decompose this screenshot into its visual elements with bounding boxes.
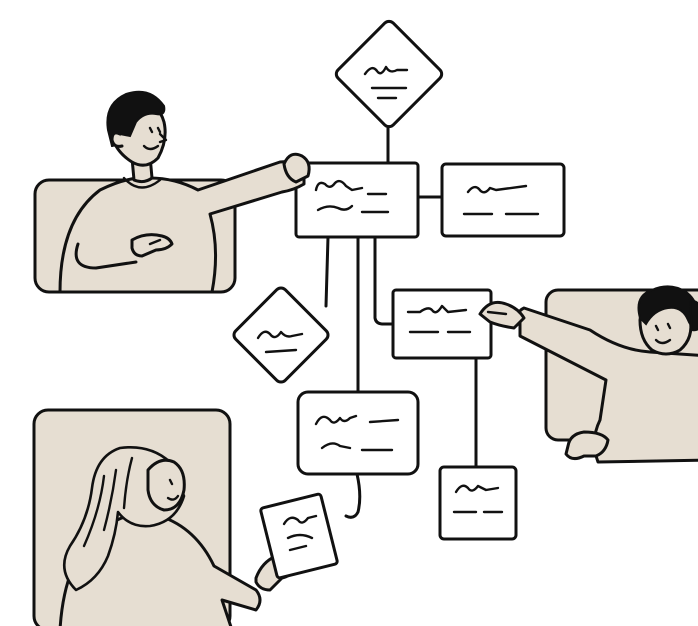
connector-to-right-card	[373, 235, 395, 326]
connector-to-held-card	[344, 472, 362, 519]
connector-lines	[324, 126, 478, 519]
person-illustration	[478, 285, 698, 464]
flowchart-diamond-icon	[334, 19, 444, 129]
person-illustration	[33, 90, 311, 294]
flowchart-card-icon	[296, 390, 420, 476]
connector-to-left-diamond	[324, 235, 330, 308]
flowchart-card-icon	[294, 161, 420, 239]
flowchart-diamond-icon	[232, 286, 330, 384]
flowchart-card-icon	[440, 162, 566, 238]
person-illustration	[32, 408, 298, 626]
flowchart-card-icon	[259, 492, 339, 580]
flowchart-card-icon	[438, 465, 518, 541]
flowchart-card-icon	[391, 288, 493, 360]
